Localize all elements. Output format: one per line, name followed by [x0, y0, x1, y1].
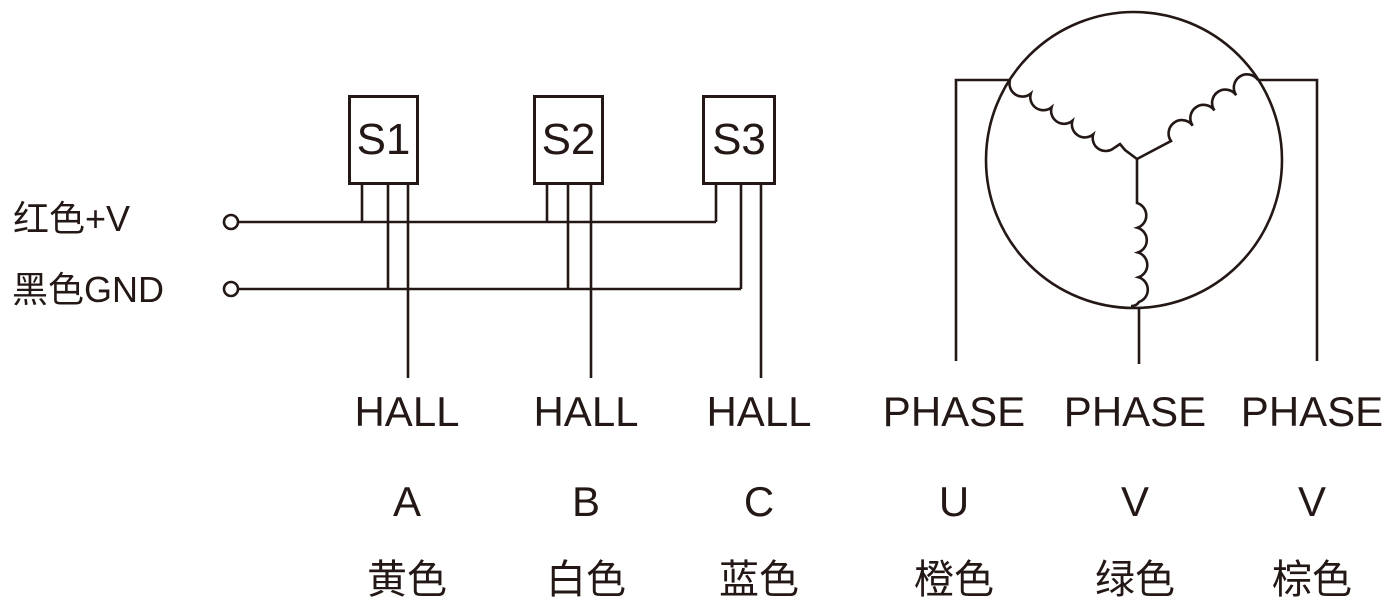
s1-pins [360, 185, 410, 378]
s3-pins [714, 185, 763, 378]
phase-w-wire-color-label: 棕色 [1272, 558, 1352, 602]
terminal-gnd-icon [222, 280, 240, 298]
hall-sensor-s3: S3 [702, 95, 776, 185]
hall-c-wire-color-label: 蓝色 [719, 558, 799, 602]
hall-sensor-s1: S1 [348, 95, 419, 185]
label-black-gnd: 黑色GND [12, 269, 164, 310]
hall-b-pin-label: B [571, 478, 601, 525]
hall-c-pin-label: C [743, 478, 775, 525]
wire-phase-w [1258, 78, 1319, 361]
hall-a-group-label: HALL [354, 388, 460, 435]
motor-body [984, 10, 1284, 310]
phase-u-group-label: PHASE [882, 388, 1026, 435]
hall-b-group-label: HALL [533, 388, 639, 435]
phase-u-pin-label: U [938, 478, 970, 525]
motor-winding-left [1008, 79, 1138, 161]
hall-a-pin-label: A [392, 478, 422, 525]
phase-w-group-label: PHASE [1240, 388, 1384, 435]
hall-sensor-s2: S2 [533, 95, 604, 185]
label-red-vplus: 红色+V [13, 198, 131, 239]
wire-phase-u [954, 78, 1010, 361]
phase-v-wire-color-label: 绿色 [1095, 558, 1175, 602]
phase-v-pin-label: V [1120, 478, 1150, 525]
hall-c-group-label: HALL [706, 388, 812, 435]
hall-b-wire-color-label: 白色 [546, 558, 626, 602]
s2-pins [545, 185, 593, 378]
phase-u-wire-color-label: 橙色 [914, 558, 994, 602]
terminal-vplus-icon [222, 213, 240, 231]
phase-w-pin-label: V [1297, 478, 1327, 525]
phase-v-group-label: PHASE [1063, 388, 1207, 435]
motor-winding-bottom [1130, 159, 1150, 308]
hall-a-wire-color-label: 黄色 [367, 558, 447, 602]
motor-winding-right [1136, 73, 1260, 161]
